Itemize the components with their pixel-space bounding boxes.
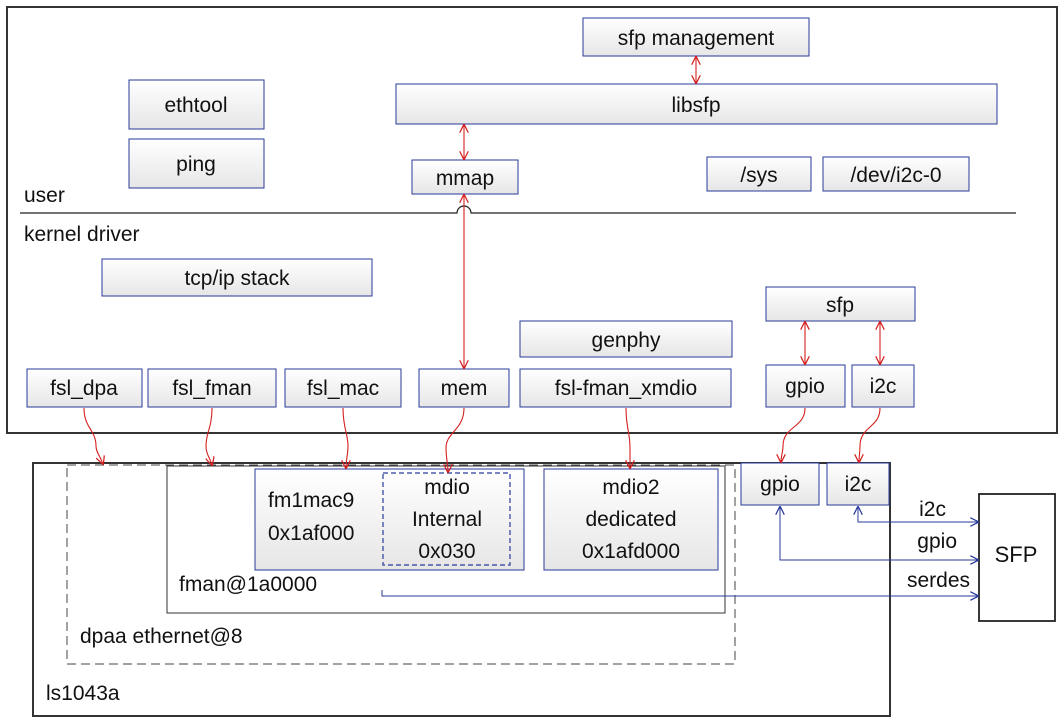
fsl-mac-label: fsl_mac xyxy=(307,377,379,400)
mdio-internal-line3: 0x030 xyxy=(418,540,475,563)
arrow-fslmac-mac xyxy=(343,407,348,468)
gpio-hw-label: gpio xyxy=(760,473,800,496)
mdio2-line1: mdio2 xyxy=(602,476,659,499)
arrow-fslfman-fman xyxy=(206,407,212,465)
fsl-dpa-label: fsl_dpa xyxy=(50,377,118,400)
arrow-gpio-gpiohw xyxy=(781,407,806,462)
i2c-driver-box: i2c xyxy=(851,364,915,408)
user-kernel-divider xyxy=(20,205,1016,214)
mdio2-line2: dedicated xyxy=(585,508,676,531)
sfp-driver-box: sfp xyxy=(765,286,916,322)
mmap-box: mmap xyxy=(411,159,519,195)
fsl-fman-box: fsl_fman xyxy=(147,368,277,408)
dev-i2c-label: /dev/i2c-0 xyxy=(850,164,941,187)
gpio-driver-label: gpio xyxy=(785,375,825,398)
soc-label: ls1043a xyxy=(46,682,120,705)
dev-i2c-box: /dev/i2c-0 xyxy=(822,156,970,192)
ethtool-label: ethtool xyxy=(164,94,227,117)
libsfp-label: libsfp xyxy=(671,94,720,117)
fman-label: fman@1a0000 xyxy=(179,573,317,596)
sfp-driver-label: sfp xyxy=(826,294,854,317)
soc-frame xyxy=(32,462,891,717)
mem-label: mem xyxy=(441,377,488,400)
mac-name-label: fm1mac9 xyxy=(268,489,354,512)
kernel-layer-label: kernel driver xyxy=(24,223,140,246)
ping-box: ping xyxy=(128,138,265,189)
user-layer-label: user xyxy=(24,184,65,207)
mdio2-line3: 0x1afd000 xyxy=(582,540,680,563)
gpio-driver-box: gpio xyxy=(765,364,846,408)
i2c-hw-box: i2c xyxy=(826,462,890,506)
libsfp-box: libsfp xyxy=(395,83,998,125)
ethtool-box: ethtool xyxy=(128,79,265,130)
xmdio-label: fsl-fman_xmdio xyxy=(555,377,697,400)
arrow-xmdio-mdio2 xyxy=(625,407,630,468)
tcpip-stack-box: tcp/ip stack xyxy=(101,258,373,297)
link-gpio xyxy=(780,507,978,560)
mdio2-box: mdio2 dedicated 0x1afd000 xyxy=(543,468,719,571)
arrow-i2c-i2chw xyxy=(859,407,881,462)
link-i2c-label: i2c xyxy=(919,498,946,521)
mdio-internal-line1: mdio xyxy=(424,476,470,499)
link-i2c xyxy=(858,507,978,522)
genphy-box: genphy xyxy=(519,320,733,358)
mac-box: fm1mac9 0x1af000 xyxy=(254,468,525,571)
sfp-management-box: sfp management xyxy=(582,17,810,57)
fsl-dpa-box: fsl_dpa xyxy=(26,368,143,408)
link-serdes-label: serdes xyxy=(907,569,970,592)
mmap-label: mmap xyxy=(436,167,494,190)
mdio-internal-line2: Internal xyxy=(412,508,482,531)
sys-label: /sys xyxy=(740,164,777,187)
sfp-module-box: SFP xyxy=(978,493,1056,622)
sys-box: /sys xyxy=(706,156,812,192)
arrow-fsldpa-dpaa xyxy=(83,407,103,464)
arrow-mem-mdio xyxy=(446,407,465,472)
software-frame xyxy=(6,6,1058,434)
sfp-module-label: SFP xyxy=(995,542,1038,567)
gpio-hw-box: gpio xyxy=(740,462,820,506)
i2c-hw-label: i2c xyxy=(845,473,872,496)
tcpip-stack-label: tcp/ip stack xyxy=(184,267,290,290)
fsl-fman-label: fsl_fman xyxy=(172,377,251,400)
mdio-internal-box: mdio Internal 0x030 xyxy=(382,472,511,566)
fsl-mac-box: fsl_mac xyxy=(284,368,402,408)
genphy-label: genphy xyxy=(592,329,661,352)
dpaa-ethernet-label: dpaa ethernet@8 xyxy=(80,625,243,648)
sfp-management-label: sfp management xyxy=(618,27,775,50)
mac-addr-label: 0x1af000 xyxy=(268,522,354,545)
link-serdes xyxy=(381,590,978,596)
ping-label: ping xyxy=(176,153,216,176)
link-gpio-label: gpio xyxy=(917,530,957,553)
mem-box: mem xyxy=(418,368,510,408)
xmdio-box: fsl-fman_xmdio xyxy=(519,368,732,408)
i2c-driver-label: i2c xyxy=(870,375,897,398)
